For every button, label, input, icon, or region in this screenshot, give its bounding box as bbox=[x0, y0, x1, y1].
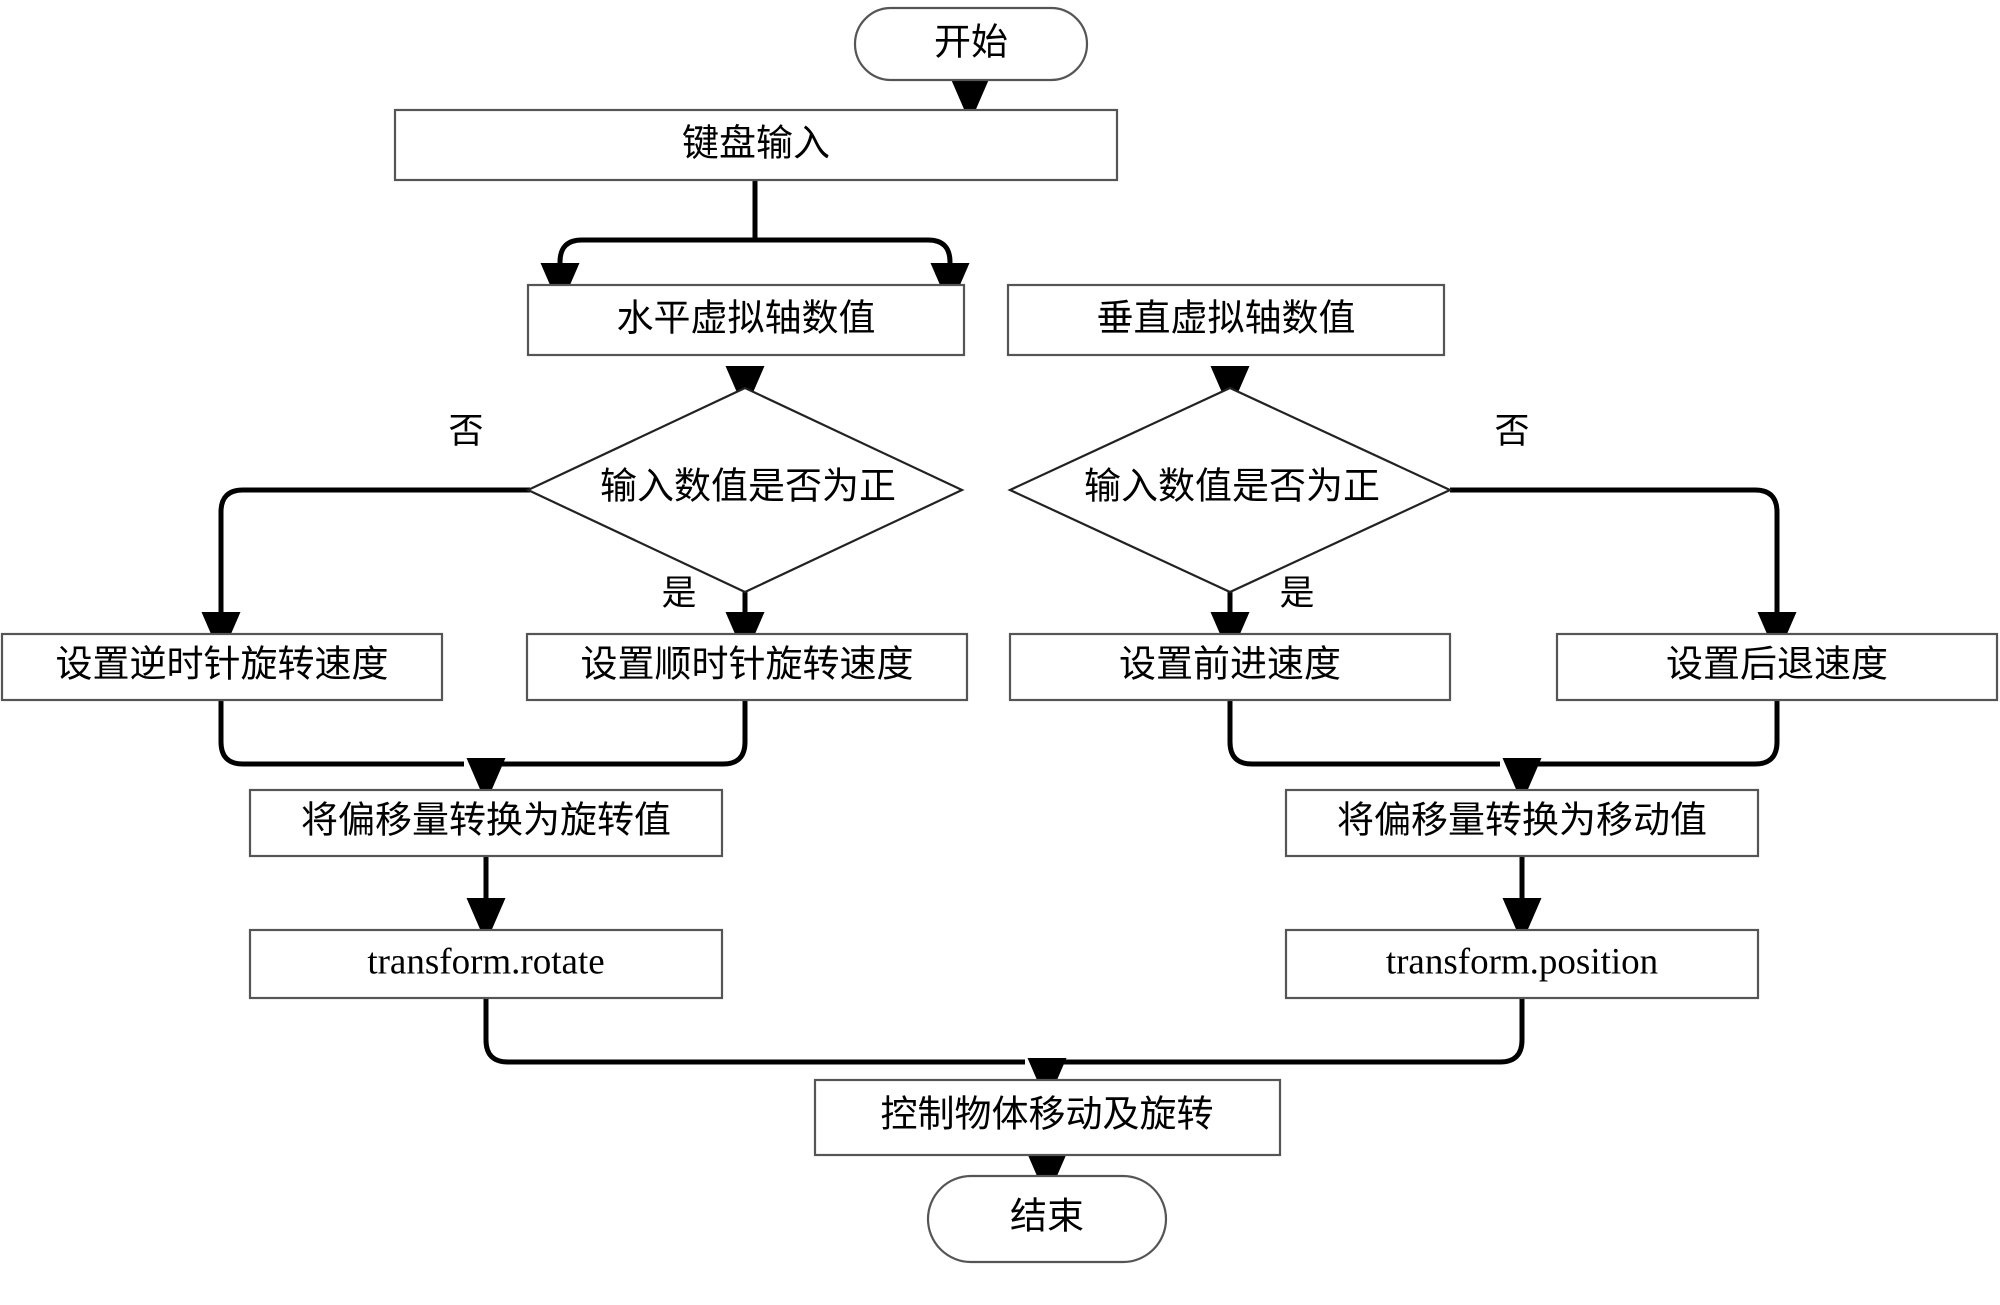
node-keyboard-input[interactable] bbox=[393, 108, 1119, 182]
edge-keyboard-bus bbox=[557, 237, 953, 263]
node-transform-position[interactable] bbox=[1284, 928, 1760, 1000]
edge-forward-merge bbox=[1227, 700, 1500, 767]
node-backward-speed[interactable] bbox=[1555, 632, 1999, 702]
node-transform-rotate-label: transform.rotate bbox=[367, 941, 604, 982]
node-decision-vertical[interactable] bbox=[1007, 386, 1453, 594]
edge-left-decision-no bbox=[218, 487, 530, 618]
node-cw-speed-label: 设置顺时针旋转速度 bbox=[581, 643, 914, 685]
node-horizontal-axis[interactable] bbox=[526, 283, 966, 357]
node-transform-position-label: transform.position bbox=[1386, 941, 1658, 982]
edge-label-left-no: 否 bbox=[448, 412, 483, 451]
edge-label-left-yes: 是 bbox=[661, 574, 696, 613]
edge-label-right-yes: 是 bbox=[1279, 574, 1314, 613]
edge-position-merge bbox=[1047, 998, 1525, 1065]
node-offset-to-rotation-label: 将偏移量转换为旋转值 bbox=[301, 799, 671, 841]
node-forward-speed-label: 设置前进速度 bbox=[1119, 643, 1341, 685]
edge-ccw-merge bbox=[218, 700, 464, 767]
edge-label-right-no: 否 bbox=[1494, 412, 1529, 451]
node-ccw-speed-label: 设置逆时针旋转速度 bbox=[56, 643, 389, 685]
node-decision-horizontal[interactable] bbox=[525, 386, 965, 594]
edge-cw-merge bbox=[486, 700, 748, 767]
node-ccw-speed[interactable] bbox=[0, 632, 444, 702]
edge-backward-merge bbox=[1522, 700, 1780, 767]
node-control-object[interactable] bbox=[813, 1078, 1282, 1157]
node-horizontal-axis-label: 水平虚拟轴数值 bbox=[617, 297, 876, 339]
node-decision-vertical-label: 输入数值是否为正 bbox=[1084, 465, 1380, 507]
node-end[interactable] bbox=[926, 1174, 1168, 1264]
edge-right-decision-no bbox=[1450, 487, 1780, 618]
node-forward-speed[interactable] bbox=[1008, 632, 1452, 702]
node-keyboard-input-label: 键盘输入 bbox=[682, 122, 830, 164]
node-vertical-axis-label: 垂直虚拟轴数值 bbox=[1097, 297, 1356, 339]
node-transform-rotate[interactable] bbox=[248, 928, 724, 1000]
node-offset-to-movement-label: 将偏移量转换为移动值 bbox=[1337, 799, 1707, 841]
node-offset-to-movement[interactable] bbox=[1284, 788, 1760, 858]
node-decision-horizontal-label: 输入数值是否为正 bbox=[600, 465, 896, 507]
node-start-label: 开始 bbox=[934, 22, 1008, 63]
node-offset-to-rotation[interactable] bbox=[248, 788, 724, 858]
node-control-object-label: 控制物体移动及旋转 bbox=[881, 1093, 1214, 1135]
edge-rotate-merge bbox=[483, 998, 1025, 1065]
node-cw-speed[interactable] bbox=[525, 632, 969, 702]
node-backward-speed-label: 设置后退速度 bbox=[1666, 643, 1888, 685]
node-start[interactable] bbox=[853, 6, 1089, 82]
node-end-label: 结束 bbox=[1010, 1195, 1084, 1237]
node-vertical-axis[interactable] bbox=[1006, 283, 1446, 357]
